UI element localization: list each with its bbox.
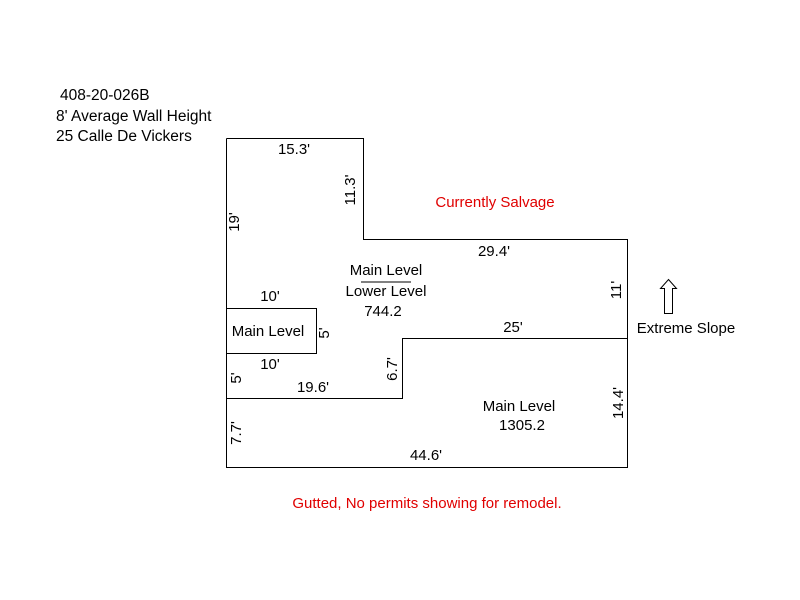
- dim-box-bottom: 10': [260, 356, 280, 373]
- dim-box-side: 5': [316, 327, 333, 338]
- dim-inner-width: 19.6': [297, 379, 329, 396]
- parcel-number: 408-20-026B: [60, 87, 150, 104]
- upper-area-label-1: Main Level: [350, 262, 423, 279]
- dim-upper-right-width: 29.4': [478, 243, 510, 260]
- building-outline: [226, 138, 628, 468]
- lower-area-label: Main Level: [483, 398, 556, 415]
- dim-inner-step: 6.7': [384, 357, 401, 381]
- small-main-level-box: [226, 308, 317, 354]
- up-arrow-icon: [659, 278, 678, 314]
- dim-notch-height: 11.3': [342, 174, 359, 205]
- upper-area-label-2: Lower Level: [346, 283, 427, 300]
- dim-right-upper: 11': [608, 281, 625, 300]
- dim-top-left-width: 15.3': [278, 141, 310, 158]
- address: 25 Calle De Vickers: [56, 128, 192, 145]
- dim-mid-width: 25': [503, 319, 523, 336]
- dim-bottom-width: 44.6': [410, 447, 442, 464]
- upper-area-sqft: 744.2: [364, 303, 402, 320]
- permit-note: Gutted, No permits showing for remodel.: [292, 495, 561, 512]
- small-area-label: Main Level: [232, 323, 305, 340]
- wall-height-note: 8' Average Wall Height: [56, 108, 212, 125]
- dim-right-lower: 14.4': [610, 387, 627, 419]
- salvage-note: Currently Salvage: [435, 194, 554, 211]
- slope-label: Extreme Slope: [637, 320, 735, 337]
- dim-left-lower: 7.7': [228, 421, 245, 445]
- dim-left-upper: 19': [226, 212, 243, 232]
- level-divider-line: [226, 338, 628, 399]
- dim-left-mid: 5': [228, 372, 245, 383]
- lower-area-sqft: 1305.2: [499, 417, 545, 434]
- dim-box-top: 10': [260, 288, 280, 305]
